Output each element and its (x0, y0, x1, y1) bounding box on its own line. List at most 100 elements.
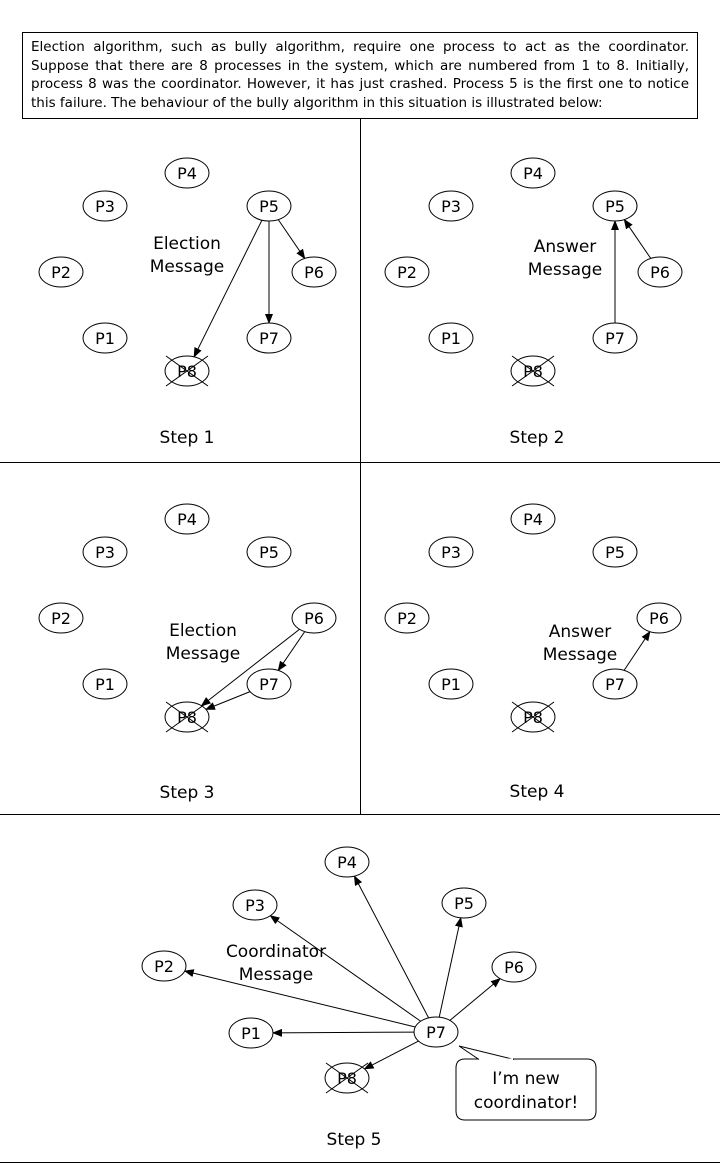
step1-node-label: P2 (51, 263, 71, 282)
step4-node-p5: P5 (592, 536, 638, 568)
step3-node-label: P5 (259, 543, 279, 562)
step1-node-p2: P2 (38, 256, 84, 288)
step4-node-p2: P2 (384, 602, 430, 634)
step3-arrow-p7-to-p8 (205, 691, 251, 710)
step3-node-label: P6 (304, 609, 324, 628)
step1-node-p6: P6 (291, 256, 337, 288)
step2-node-label: P6 (650, 263, 670, 282)
step5-node-p5: P5 (441, 887, 487, 919)
step5-label: Step 5 (327, 1130, 382, 1150)
step3-panel: P1P2P3P4P5P6P7P8ElectionMessageStep 3 (38, 503, 337, 803)
step1-node-p1: P1 (82, 322, 128, 354)
step3-node-label: P7 (259, 675, 279, 694)
step2-node-p3: P3 (428, 190, 474, 222)
step2-node-p2: P2 (384, 256, 430, 288)
step5-node-p4: P4 (324, 846, 370, 878)
step2-node-label: P5 (605, 197, 625, 216)
step1-node-p4: P4 (164, 157, 210, 189)
step5-arrow-p7-to-p3 (269, 915, 421, 1022)
step2-message-label: Answer (534, 237, 597, 257)
step4-message-label: Message (543, 645, 618, 665)
step1-message-label: Election (153, 234, 221, 254)
step4-node-p6: P6 (636, 602, 682, 634)
step3-node-p7: P7 (246, 668, 292, 700)
speech-bubble-text: coordinator! (474, 1093, 578, 1113)
step3-arrow-p6-to-p8 (200, 628, 300, 707)
step5-arrow-p7-to-p4 (353, 875, 430, 1019)
step3-node-label: P2 (51, 609, 71, 628)
step2-node-p8: P8 (510, 355, 556, 387)
step5-arrow-p7-to-p2 (183, 969, 416, 1028)
step1-arrow-p5-to-p6 (277, 219, 306, 260)
step4-node-p7: P7 (592, 668, 638, 700)
step3-node-label: P1 (95, 675, 115, 694)
step4-node-p8: P8 (510, 701, 556, 733)
step5-message-label: Message (239, 965, 314, 985)
step1-node-label: P7 (259, 329, 279, 348)
step3-message-label: Message (166, 644, 241, 664)
step5-arrow-p7-to-p1 (271, 1028, 415, 1037)
step2-node-label: P4 (523, 164, 543, 183)
step4-node-label: P6 (649, 609, 669, 628)
step1-label: Step 1 (160, 428, 215, 448)
step1-node-label: P3 (95, 197, 115, 216)
step2-label: Step 2 (510, 428, 565, 448)
step3-message-label: Election (169, 621, 237, 641)
step2-node-p6: P6 (637, 256, 683, 288)
speech-bubble: I’m new coordinator! (455, 1045, 597, 1121)
step5-node-label: P1 (241, 1024, 261, 1043)
step4-node-p1: P1 (428, 668, 474, 700)
step2-panel: P1P2P3P4P5P6P7P8AnswerMessageStep 2 (384, 157, 683, 448)
step5-node-label: P5 (454, 894, 474, 913)
step5-node-p8: P8 (324, 1062, 370, 1094)
step5-node-p3: P3 (232, 889, 278, 921)
step5-arrow-p7-to-p8 (363, 1040, 419, 1070)
speech-bubble-text: I’m new (492, 1069, 560, 1089)
step1-arrow-p5-to-p8 (193, 219, 263, 358)
step5-node-p1: P1 (228, 1017, 274, 1049)
step5-node-label: P4 (337, 853, 357, 872)
step1-node-p7: P7 (246, 322, 292, 354)
step5-node-label: P2 (154, 957, 174, 976)
step3-node-p1: P1 (82, 668, 128, 700)
intro-text: Election algorithm, such as bully algori… (22, 32, 698, 119)
step4-node-label: P5 (605, 543, 625, 562)
step4-node-p4: P4 (510, 503, 556, 535)
step3-node-p3: P3 (82, 536, 128, 568)
step3-node-p2: P2 (38, 602, 84, 634)
step5-node-p6: P6 (491, 951, 537, 983)
step3-node-label: P4 (177, 510, 197, 529)
step1-node-label: P4 (177, 164, 197, 183)
step2-node-p5: P5 (592, 190, 638, 222)
step2-node-p4: P4 (510, 157, 556, 189)
step5-arrow-p7-to-p5 (438, 916, 463, 1018)
step4-node-label: P3 (441, 543, 461, 562)
step4-node-p3: P3 (428, 536, 474, 568)
step5-panel: P1P2P3P4P5P6P7P8CoordinatorMessageStep 5 (141, 846, 537, 1150)
step2-node-label: P7 (605, 329, 625, 348)
step4-arrow-p7-to-p6 (623, 630, 651, 671)
step2-node-label: P2 (397, 263, 417, 282)
step5-node-label: P3 (245, 896, 265, 915)
step5-node-p7: P7 (413, 1016, 459, 1048)
step1-node-p3: P3 (82, 190, 128, 222)
step3-node-p6: P6 (291, 602, 337, 634)
step1-node-label: P1 (95, 329, 115, 348)
step4-node-label: P4 (523, 510, 543, 529)
step3-node-p4: P4 (164, 503, 210, 535)
step2-node-p7: P7 (592, 322, 638, 354)
step5-node-label: P6 (504, 958, 524, 977)
step5-node-p2: P2 (141, 950, 187, 982)
step4-label: Step 4 (510, 782, 565, 802)
step1-panel: P1P2P3P4P5P6P7P8ElectionMessageStep 1 (38, 157, 337, 448)
step4-node-label: P2 (397, 609, 417, 628)
step2-arrow-p6-to-p5 (623, 218, 652, 259)
step4-message-label: Answer (549, 622, 612, 642)
step3-node-p8: P8 (164, 701, 210, 733)
step2-node-label: P1 (441, 329, 461, 348)
step1-node-p5: P5 (246, 190, 292, 222)
step1-message-label: Message (150, 257, 225, 277)
step3-node-label: P3 (95, 543, 115, 562)
